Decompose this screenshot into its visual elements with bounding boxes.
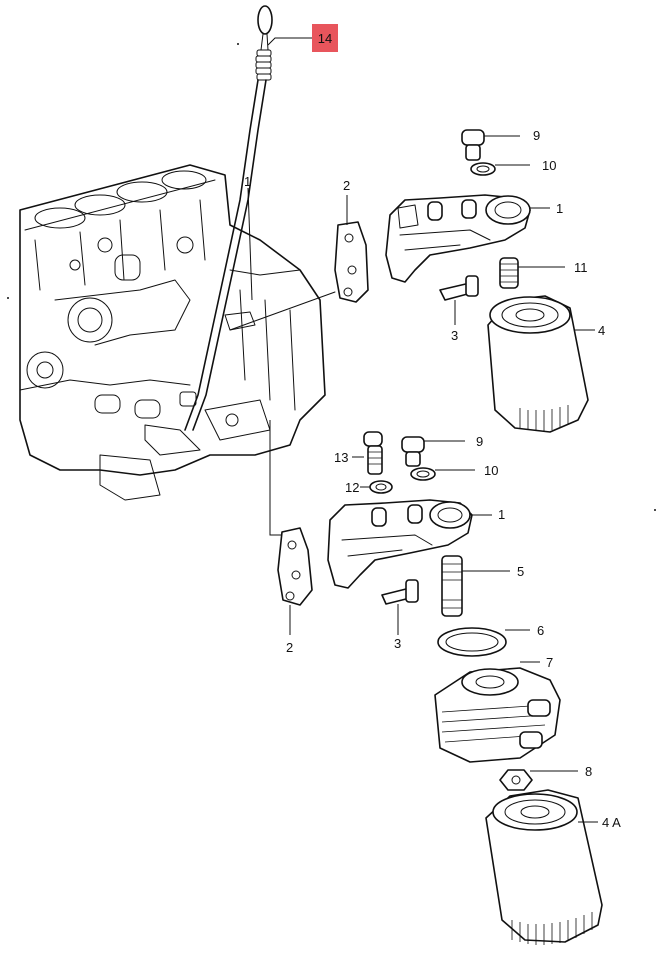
flange-gasket-bottom bbox=[277, 527, 313, 606]
callout-3-bottom[interactable]: 3 bbox=[394, 636, 401, 651]
callout-1-top[interactable]: 1 bbox=[556, 201, 563, 216]
callout-9-bottom[interactable]: 9 bbox=[476, 434, 483, 449]
stray-dot bbox=[7, 297, 9, 299]
callout-9-top[interactable]: 9 bbox=[533, 128, 540, 143]
callout-1-bottom[interactable]: 1 bbox=[498, 507, 505, 522]
callout-4[interactable]: 4 bbox=[598, 323, 605, 338]
leader-lines bbox=[247, 37, 598, 823]
bolt-3-bottom bbox=[381, 579, 419, 605]
callout-2-bottom[interactable]: 2 bbox=[286, 640, 293, 655]
seal-ring-10-top bbox=[470, 162, 496, 176]
stray-dot bbox=[654, 509, 656, 511]
callout-1-engine[interactable]: 1 bbox=[244, 174, 251, 189]
oil-filter-flange-bottom bbox=[327, 499, 473, 589]
callout-8[interactable]: 8 bbox=[585, 764, 592, 779]
callout-10-top[interactable]: 10 bbox=[542, 158, 556, 173]
callout-13[interactable]: 13 bbox=[334, 450, 348, 465]
seal-ring-12 bbox=[369, 480, 393, 494]
threaded-pipe-5 bbox=[441, 555, 463, 617]
bolt-9-top bbox=[461, 129, 485, 161]
nut-8 bbox=[499, 769, 533, 791]
callout-14[interactable]: 14 bbox=[318, 31, 332, 46]
oil-filter-4 bbox=[487, 295, 589, 433]
assembly-bracket bbox=[269, 420, 282, 536]
callout-12[interactable]: 12 bbox=[345, 480, 359, 495]
o-ring-6 bbox=[437, 627, 507, 657]
oil-filter-flange-top bbox=[385, 194, 531, 283]
seal-ring-10-bottom bbox=[410, 467, 436, 481]
threaded-sleeve-11 bbox=[499, 257, 519, 289]
stray-dot bbox=[237, 43, 239, 45]
bolt-9-bottom bbox=[401, 436, 425, 467]
callout-11[interactable]: 11 bbox=[574, 260, 588, 275]
oil-dipstick bbox=[179, 5, 273, 431]
flange-gasket-top bbox=[334, 221, 369, 303]
callout-10-bottom[interactable]: 10 bbox=[484, 463, 498, 478]
oil-cooler-7 bbox=[434, 667, 561, 763]
engine-block bbox=[19, 164, 336, 501]
highlight-box bbox=[312, 24, 338, 52]
callout-3-top[interactable]: 3 bbox=[451, 328, 458, 343]
callout-6[interactable]: 6 bbox=[537, 623, 544, 638]
fitting-13 bbox=[363, 431, 383, 475]
oil-filter-4a bbox=[485, 789, 603, 945]
callout-4a[interactable]: 4 A bbox=[602, 815, 621, 830]
callout-7[interactable]: 7 bbox=[546, 655, 553, 670]
callout-labels: 14 9 10 1 2 11 3 4 1 9 13 10 12 1 5 2 3 … bbox=[244, 24, 621, 830]
callout-5[interactable]: 5 bbox=[517, 564, 524, 579]
bolt-3-top bbox=[439, 275, 479, 301]
callout-2-top[interactable]: 2 bbox=[343, 178, 350, 193]
